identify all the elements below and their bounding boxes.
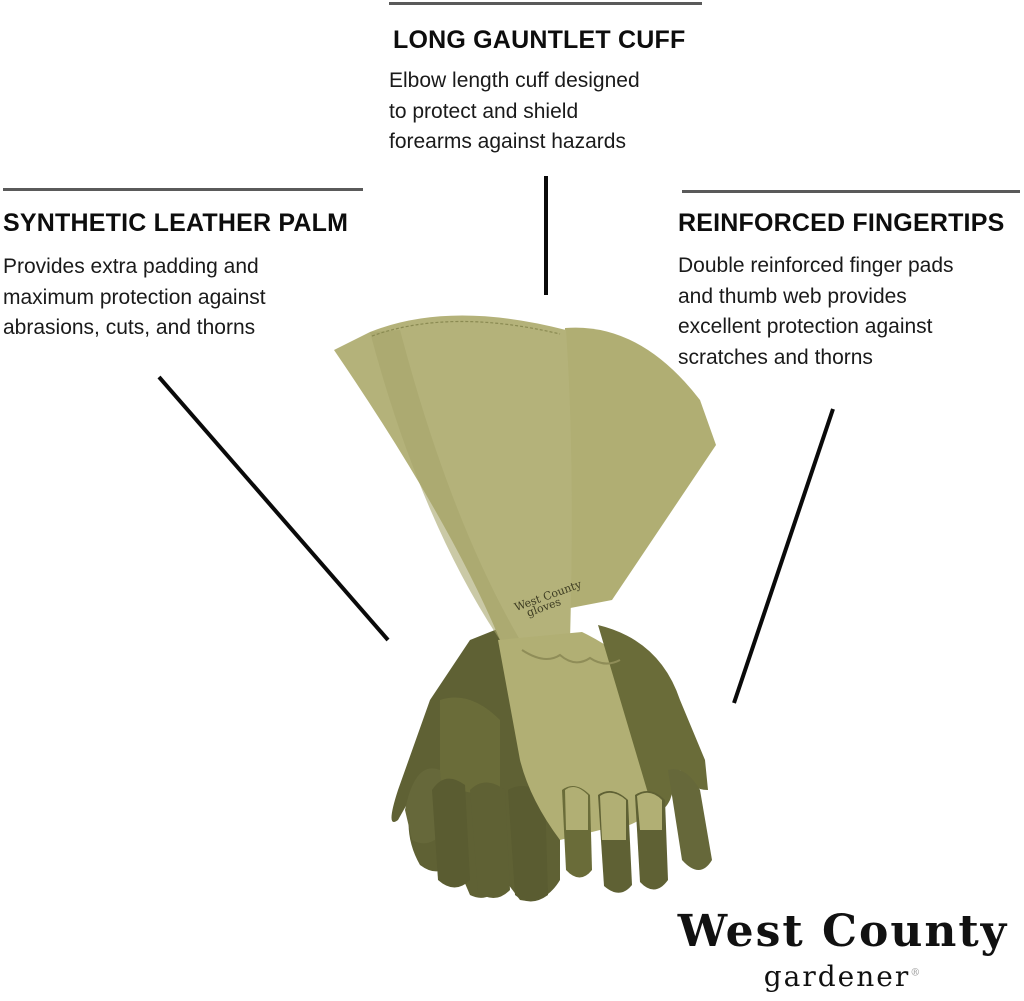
- palm-callout-description: Provides extra padding and maximum prote…: [3, 252, 266, 344]
- cuff-callout-description: Elbow length cuff designed to protect an…: [389, 66, 640, 158]
- palm-description-line: abrasions, cuts, and thorns: [3, 316, 256, 339]
- fingertips-description-line: scratches and thorns: [678, 345, 873, 369]
- glove-pair-icon: West County gloves: [334, 315, 716, 902]
- cuff-divider-rule: [389, 2, 702, 5]
- cuff-callout-title: LONG GAUNTLET CUFF: [393, 26, 686, 54]
- palm-divider-rule: [3, 188, 363, 191]
- fingertips-description-line: excellent protection against: [678, 315, 933, 338]
- registered-mark-icon: ®: [910, 967, 923, 979]
- brand-logo-tagline: gardener®: [668, 960, 1018, 993]
- brand-logo: West County gardener®: [668, 906, 1018, 1001]
- cuff-description-line: forearms against hazards: [389, 130, 626, 153]
- brand-logo-gardener: gardener: [763, 960, 911, 993]
- fingertips-description-line: and thumb web provides: [678, 284, 907, 308]
- fingertips-callout-title: REINFORCED FINGERTIPS: [678, 209, 1005, 237]
- fingertips-pointer-line: [732, 408, 835, 704]
- palm-description-line: maximum protection against: [3, 285, 266, 309]
- fingertips-description-line: Double reinforced finger pads: [678, 254, 954, 277]
- brand-logo-name: West County: [677, 906, 1009, 957]
- palm-callout-title: SYNTHETIC LEATHER PALM: [3, 209, 349, 237]
- cuff-description-line: Elbow length cuff designed: [389, 69, 640, 92]
- fingertips-divider-rule: [682, 190, 1020, 193]
- palm-pointer-line: [157, 375, 390, 642]
- cuff-description-line: to protect and shield: [389, 99, 579, 123]
- fingertips-callout-description: Double reinforced finger pads and thumb …: [678, 251, 954, 373]
- palm-description-line: Provides extra padding and: [3, 255, 259, 278]
